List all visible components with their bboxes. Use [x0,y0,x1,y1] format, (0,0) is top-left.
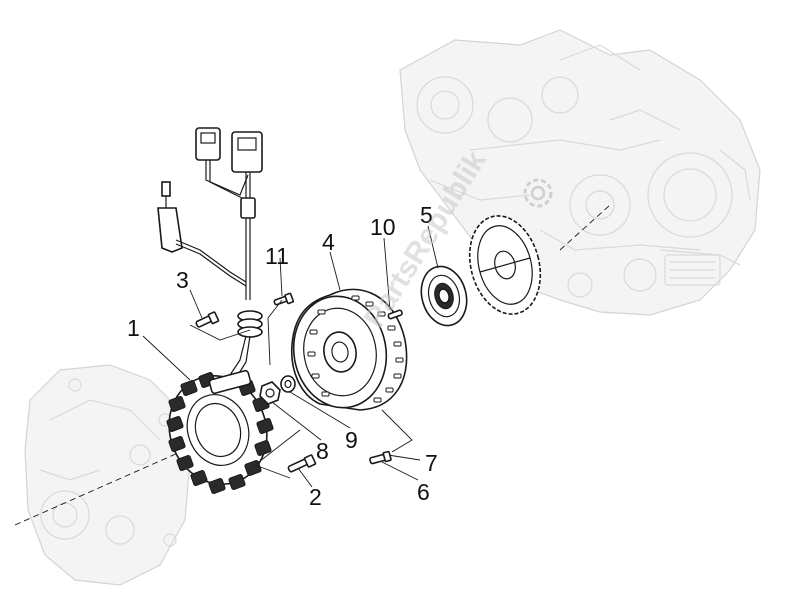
left-cover-ghost [24,364,191,586]
part-label-6: 6 [417,479,430,505]
leader-lines [142,225,439,488]
flywheel-slots [307,295,404,403]
screw-part-11 [273,292,295,306]
axis-line-upper [559,204,611,251]
part-label-11: 11 [265,243,289,269]
part-label-9: 9 [345,427,358,453]
gear-icon [523,178,553,208]
bearing-part-5 [420,265,468,327]
key-part-10 [387,309,403,320]
part-label-2: 2 [309,484,322,510]
part-label-7: 7 [425,450,438,476]
stator-coils [166,372,274,494]
nut-part-8 [259,381,281,405]
screw-part-6 [369,450,392,465]
ring-gear [468,215,542,315]
part-label-8: 8 [316,438,329,464]
part-label-1: 1 [127,315,140,341]
washer-part-9 [280,375,296,393]
flywheel-part-4 [290,288,408,411]
screw-part-3 [195,311,220,328]
part-labels: 1 2 3 4 5 6 7 8 9 10 11 [127,202,438,510]
part-label-4: 4 [322,229,335,255]
stator-assembly [157,127,274,494]
part-label-3: 3 [176,267,189,293]
part-label-5: 5 [420,202,433,228]
part-label-10: 10 [370,214,396,240]
screw-part-2 [287,454,317,473]
